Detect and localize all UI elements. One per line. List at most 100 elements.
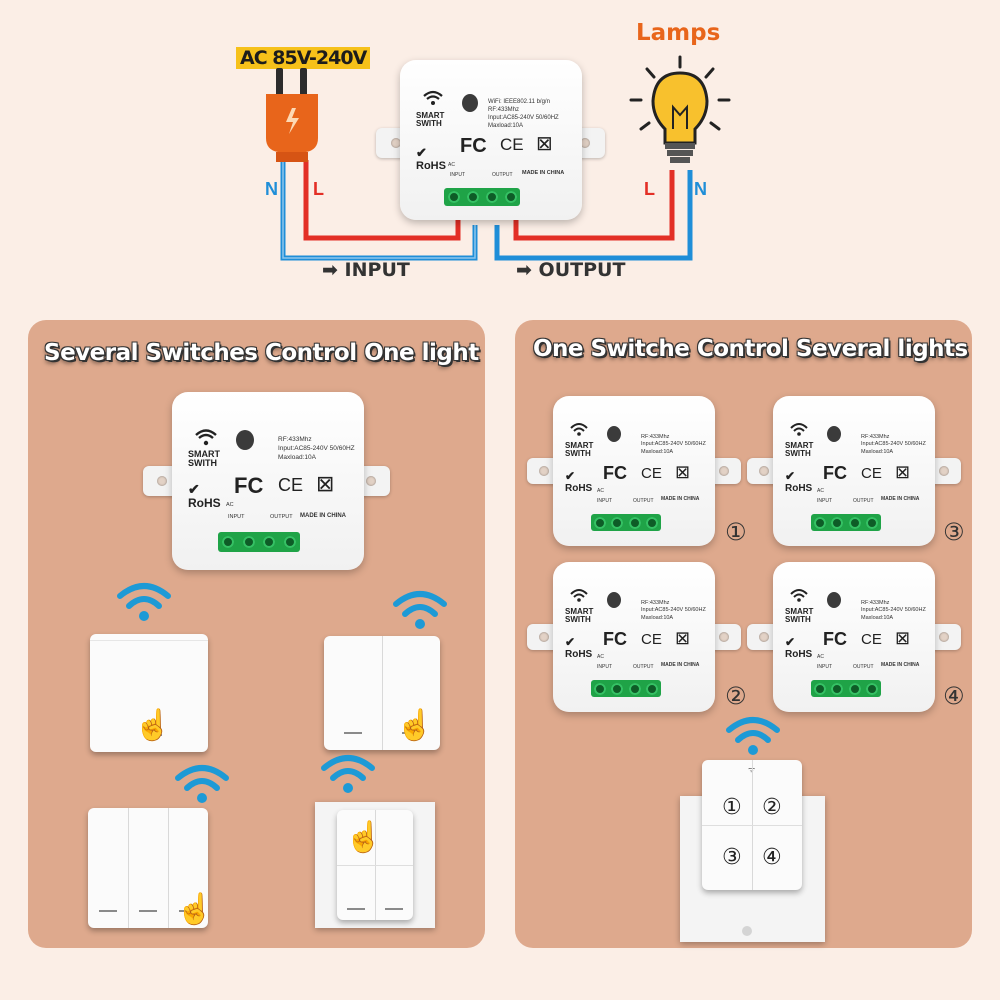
- made-in-label: MADE IN CHINA: [661, 496, 700, 502]
- output-label: OUTPUT: [853, 498, 874, 504]
- rohs-mark: ✔RoHS: [188, 481, 221, 510]
- fcc-mark: FC: [460, 135, 487, 157]
- ce-mark: CE: [861, 465, 882, 482]
- wifi-icon: [194, 428, 218, 451]
- rohs-mark: ✔RoHS: [565, 469, 593, 494]
- wifi-icon: [569, 588, 589, 608]
- ce-mark: CE: [500, 135, 524, 154]
- ac-label: AC: [226, 502, 234, 508]
- terminal-block: [591, 514, 661, 531]
- wifi-signal-icon: [393, 591, 447, 629]
- right-panel: One Switche Control Several lights SMART…: [515, 320, 972, 948]
- ac-label: AC: [448, 162, 455, 168]
- ac-label: AC: [817, 654, 824, 660]
- wifi-icon: [789, 588, 809, 608]
- wifi-icon: [789, 422, 809, 442]
- rohs-mark: ✔RoHS: [416, 145, 446, 172]
- weee-bin-icon: ⊠: [675, 628, 691, 648]
- input-label: INPUT: [817, 498, 832, 504]
- weee-bin-icon: ⊠: [536, 133, 553, 155]
- output-label: OUTPUT: [492, 172, 513, 178]
- weee-bin-icon: ⊠: [895, 462, 911, 482]
- hand-tap-icon: ☝: [134, 709, 172, 742]
- remote-button-4[interactable]: ④: [762, 845, 782, 870]
- wall-switch-1-gang[interactable]: ☝: [90, 634, 208, 752]
- pairing-button[interactable]: [827, 592, 841, 608]
- neutral-right-label: N: [694, 179, 707, 199]
- live-left-label: L: [313, 179, 324, 199]
- ce-mark: CE: [641, 465, 662, 482]
- pairing-button[interactable]: [607, 426, 621, 442]
- pairing-button[interactable]: [462, 94, 478, 112]
- fcc-mark: FC: [603, 463, 627, 483]
- ac-voltage-label: AC 85V-240V: [236, 47, 371, 69]
- rohs-mark: ✔RoHS: [785, 469, 813, 494]
- wifi-signal-icon: [175, 765, 229, 803]
- neutral-left-label: N: [265, 179, 278, 199]
- ce-mark: CE: [861, 631, 882, 648]
- output-label: OUTPUT: [853, 664, 874, 670]
- made-in-label: MADE IN CHINA: [522, 170, 565, 176]
- brand-label: SMART SWITH: [188, 449, 220, 469]
- wall-switch-2-gang[interactable]: ☝: [324, 636, 440, 750]
- hand-tap-icon: ☝: [176, 893, 214, 926]
- wifi-icon: [569, 422, 589, 442]
- remote-switch-2-button[interactable]: ☝: [337, 810, 413, 920]
- module-number-3: ③: [943, 518, 965, 546]
- brand-label: SMART SWITH: [785, 607, 814, 625]
- lamps-label: Lamps: [636, 20, 721, 46]
- output-arrow-label: ➡ OUTPUT: [516, 259, 626, 281]
- hand-tap-icon: ☝: [345, 821, 383, 854]
- wifi-signal-icon: [117, 583, 171, 621]
- wifi-signal-icon: [726, 717, 780, 755]
- ce-mark: CE: [278, 475, 304, 495]
- terminal-block: [444, 188, 520, 206]
- fcc-mark: FC: [234, 473, 264, 498]
- brand-label: SMART SWITH: [565, 441, 594, 459]
- remote-button-3[interactable]: ③: [722, 845, 742, 870]
- input-label: INPUT: [450, 172, 465, 178]
- light-bulb-icon: [629, 55, 731, 163]
- left-panel: Several Switches Control One light SMART…: [28, 320, 485, 948]
- terminal-block: [811, 514, 881, 531]
- input-label: INPUT: [597, 664, 612, 670]
- ce-mark: CE: [641, 631, 662, 648]
- terminal-block: [218, 532, 300, 552]
- module-number-2: ②: [725, 682, 747, 710]
- brand-label: SMART SWITH: [785, 441, 814, 459]
- made-in-label: MADE IN CHINA: [300, 513, 346, 519]
- spec-text: WiFi: IEEE802.11 b/g/n RF:433Mhz Input:A…: [488, 99, 559, 130]
- live-right-label: L: [644, 179, 655, 199]
- wifi-signal-icon: [321, 755, 375, 793]
- wiring-lines: [280, 160, 693, 261]
- input-label: INPUT: [817, 664, 832, 670]
- ac-label: AC: [597, 654, 604, 660]
- brand-label: SMART SWITH: [565, 607, 594, 625]
- module-number-4: ④: [943, 682, 965, 710]
- remote-4-button: ᯤ ① ② ③ ④: [702, 760, 802, 890]
- spec-text: RF:433Mhz Input:AC85-240V 50/60HZ Maxloa…: [278, 436, 355, 461]
- remote-button-2[interactable]: ②: [762, 795, 782, 820]
- pairing-button[interactable]: [607, 592, 621, 608]
- terminal-block: [591, 680, 661, 697]
- input-arrow-label: ➡ INPUT: [322, 259, 410, 281]
- right-panel-title: One Switche Control Several lights: [533, 336, 968, 362]
- weee-bin-icon: ⊠: [895, 628, 911, 648]
- pairing-button[interactable]: [827, 426, 841, 442]
- remote-button-1[interactable]: ①: [722, 795, 742, 820]
- fcc-mark: FC: [823, 463, 847, 483]
- output-label: OUTPUT: [633, 498, 654, 504]
- wifi-icon: [422, 90, 444, 111]
- remote-wall-frame: ☝: [315, 802, 435, 928]
- output-label: OUTPUT: [633, 664, 654, 670]
- input-label: INPUT: [228, 514, 245, 520]
- ac-label: AC: [817, 488, 824, 494]
- wall-switch-3-gang[interactable]: ☝: [88, 808, 213, 928]
- rohs-mark: ✔RoHS: [785, 635, 813, 660]
- fcc-mark: FC: [823, 629, 847, 649]
- ac-label: AC: [597, 488, 604, 494]
- pairing-button[interactable]: [236, 430, 254, 450]
